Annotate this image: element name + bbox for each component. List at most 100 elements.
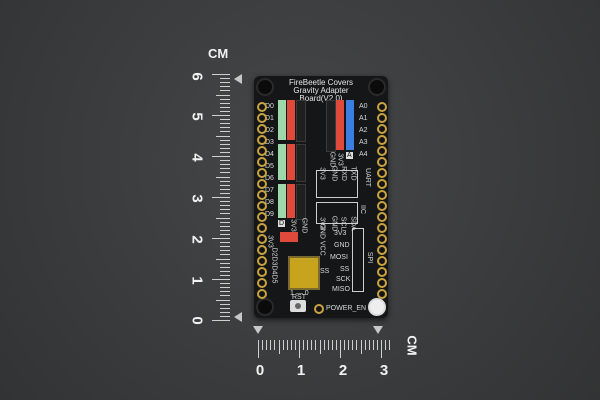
digital-header-vcc-2 <box>287 144 295 180</box>
header-pad <box>377 157 387 167</box>
header-pad <box>377 234 387 244</box>
ruler-tick <box>307 340 309 350</box>
ruler-tick <box>220 119 230 121</box>
vruler-label-5: 5 <box>188 112 206 121</box>
ruler-tick <box>220 172 230 174</box>
uart-pin-gnd: GND <box>330 165 338 182</box>
dip-scale-label: 1 — 0 <box>290 290 309 297</box>
analog-header-signal <box>346 100 354 150</box>
digital-header-vcc-3 <box>287 184 295 218</box>
ruler-tick <box>290 340 292 350</box>
ruler-tick <box>220 131 230 133</box>
ruler-tick <box>389 340 391 350</box>
analog-header-gnd <box>326 100 336 152</box>
ruler-tick <box>220 164 230 166</box>
pin-label-d0: D0 <box>265 103 274 110</box>
header-pad <box>377 212 387 222</box>
header-pad <box>257 168 267 178</box>
pin-label-d7: D7 <box>265 187 274 194</box>
power-en-label: POWER_EN <box>326 305 367 312</box>
vruler-label-6: 6 <box>188 72 206 81</box>
uart-header <box>316 170 358 198</box>
ruler-tick <box>220 307 230 309</box>
header-pad <box>257 245 267 255</box>
mount-hole-top-right <box>368 78 386 96</box>
ruler-tick <box>356 340 358 350</box>
vruler-label-4: 4 <box>188 153 206 162</box>
side-codes-label: D2D3D4D5 <box>270 247 278 284</box>
ruler-tick <box>220 127 230 129</box>
header-pad <box>257 157 267 167</box>
ruler-tick <box>220 90 230 92</box>
dip-switch[interactable] <box>288 256 320 290</box>
vruler-label-1: 1 <box>188 276 206 285</box>
ruler-tick <box>212 320 230 321</box>
pin-label-a4: A4 <box>359 151 368 158</box>
ruler-tick <box>212 115 230 116</box>
gnd-vcc-label: GND VCC <box>318 223 326 256</box>
ruler-tick <box>220 184 230 186</box>
vruler-label-2: 2 <box>188 235 206 244</box>
ruler-tick <box>220 233 230 235</box>
vruler-label-3: 3 <box>188 194 206 203</box>
digital-header-gnd-2 <box>296 144 306 182</box>
ruler-tick <box>220 213 230 215</box>
ruler-tick <box>212 279 230 280</box>
ruler-tick <box>220 147 230 149</box>
header-pad <box>377 168 387 178</box>
ruler-tick <box>220 283 230 285</box>
spi-pin-mosi: MOSI <box>330 254 348 261</box>
pin-label-d2: D2 <box>265 127 274 134</box>
header-pad <box>257 201 267 211</box>
power-select-jumper[interactable] <box>280 232 298 242</box>
ruler-tick <box>331 340 333 350</box>
digital-header-gnd-3 <box>296 184 306 220</box>
ruler-tick <box>220 86 230 88</box>
ruler-tick <box>323 340 325 350</box>
header-pad <box>257 289 267 299</box>
ruler-tick <box>212 197 230 198</box>
header-pad <box>377 256 387 266</box>
header-pad <box>377 289 387 299</box>
vruler-label-0: 0 <box>188 316 206 325</box>
header-pad <box>257 135 267 145</box>
ruler-tick <box>220 151 230 153</box>
ruler-tick <box>368 340 370 350</box>
ruler-tick <box>352 340 354 350</box>
ruler-tick <box>220 201 230 203</box>
ruler-tick <box>220 168 230 170</box>
ruler-tick <box>220 311 230 313</box>
horizontal-ruler <box>258 336 398 360</box>
reset-button-cap-icon <box>295 303 301 309</box>
reset-button[interactable] <box>290 300 306 312</box>
ruler-tick <box>220 123 230 125</box>
spi-pin-miso: MISO <box>332 286 350 293</box>
ruler-tick <box>360 340 362 354</box>
pin-label-d3: D3 <box>265 139 274 146</box>
ruler-tick <box>220 291 230 293</box>
ruler-tick <box>216 135 230 137</box>
header-pad <box>377 102 387 112</box>
pin-label-d5: D5 <box>265 163 274 170</box>
hruler-label-2: 2 <box>338 362 348 379</box>
iic-header <box>316 202 358 224</box>
ruler-tick <box>344 340 346 350</box>
ruler-tick <box>315 340 317 350</box>
pin-label-a1: A1 <box>359 115 368 122</box>
ruler-tick <box>381 340 382 358</box>
vertical-ruler-unit: CM <box>208 46 229 61</box>
header-pad <box>377 267 387 277</box>
board-title-line-3: Board(V2.0) <box>299 94 343 103</box>
hruler-label-1: 1 <box>296 362 306 379</box>
ruler-tick <box>220 98 230 100</box>
mount-hole-bottom-right <box>368 298 386 316</box>
mount-hole-top-left <box>256 78 274 96</box>
ruler-tick <box>216 299 230 301</box>
ruler-tick <box>220 225 230 227</box>
digital-header-vcc-1 <box>287 100 295 140</box>
pin-label-d8: D8 <box>265 199 274 206</box>
ruler-tick <box>282 340 284 350</box>
board-title-line-1: FireBeetle Covers <box>288 78 354 87</box>
vruler-top-marker-icon <box>234 74 242 84</box>
ruler-tick <box>220 188 230 190</box>
